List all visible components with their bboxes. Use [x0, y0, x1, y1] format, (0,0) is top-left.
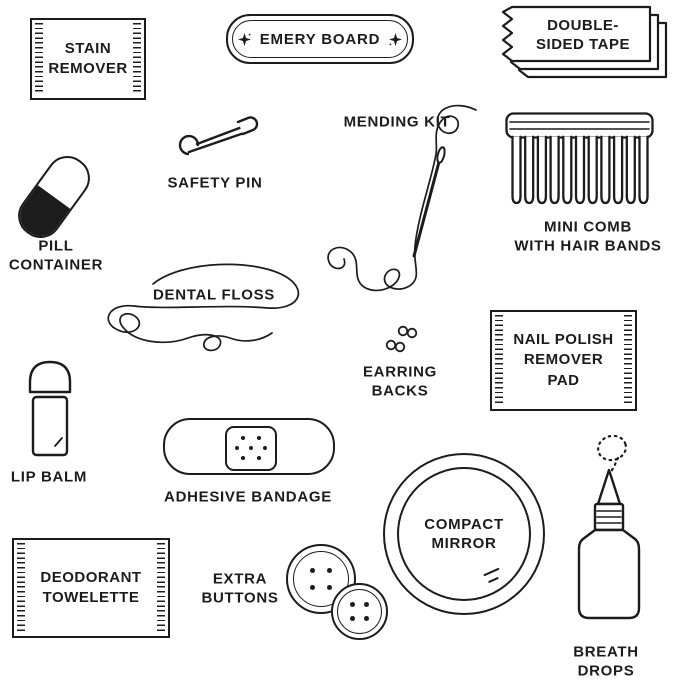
bandage-pad-dot — [249, 446, 254, 451]
packet-hatch-left — [35, 23, 43, 95]
bandage-pad — [225, 426, 277, 471]
adhesive-bandage-label: ADHESIVE BANDAGE — [164, 488, 332, 506]
comb-icon — [505, 112, 654, 205]
button-hole — [326, 567, 333, 574]
double-sided-tape-illustration: DOUBLE- SIDED TAPE — [478, 4, 674, 94]
tape-label-line2: SIDED TAPE — [536, 36, 630, 53]
floss-strand-icon — [107, 263, 300, 352]
button-hole — [309, 567, 316, 574]
round-mirror-icon: COMPACT MIRROR — [383, 453, 545, 615]
button-hole — [350, 602, 355, 607]
safety-pin-icon — [178, 116, 259, 156]
bandage-pad-dot — [257, 456, 262, 461]
nail-polish-pad-packet: NAIL POLISH REMOVER PAD — [490, 310, 637, 411]
sparkle-icon — [389, 32, 403, 46]
compact-mirror-label: COMPACT MIRROR — [424, 515, 504, 553]
button-inner-ring — [293, 551, 349, 607]
nail-polish-pad-label: NAIL POLISH REMOVER PAD — [513, 331, 614, 389]
earring-backs-label: EARRING BACKS — [362, 363, 438, 399]
tape-label-line1: DOUBLE- — [547, 16, 619, 34]
stain-remover-label-line2: REMOVER — [48, 60, 128, 77]
packet-hatch-right — [157, 543, 165, 633]
button-hole — [350, 616, 355, 621]
stain-remover-packet: STAIN REMOVER — [30, 18, 146, 100]
deodorant-towelette-label: DEODORANT TOWELETTE — [40, 568, 142, 606]
emery-board-inner-outline: EMERY BOARD — [232, 20, 408, 58]
packet-hatch-left — [17, 543, 25, 633]
bandage-pad-dot — [241, 436, 246, 441]
torn-tape-stack-icon — [501, 5, 668, 79]
sparkle-icon — [237, 32, 251, 46]
bandage-pad-dot — [263, 446, 268, 451]
dental-floss-label: DENTAL FLOSS — [152, 286, 276, 304]
breath-drops-label: BREATH DROPS — [573, 643, 639, 679]
bandage-icon — [163, 418, 335, 475]
safety-pin-label: SAFETY PIN — [167, 174, 263, 192]
dropper-bottle-icon — [577, 434, 641, 620]
earring-back-pair-icon — [385, 325, 418, 353]
bandage-pad-dot — [241, 456, 246, 461]
emery-board-illustration: EMERY BOARD — [226, 14, 414, 64]
lip-balm-label: LIP BALM — [10, 468, 88, 486]
packet-hatch-right — [133, 23, 141, 95]
double-sided-tape-label: DOUBLE- SIDED TAPE — [516, 8, 650, 62]
pill-capsule-icon — [9, 147, 99, 247]
bandage-pad-dot — [257, 436, 262, 441]
pill-container-label: PILL CONTAINER — [8, 237, 104, 273]
button-inner-ring — [337, 589, 382, 634]
deodorant-towelette-packet: DEODORANT TOWELETTE — [12, 538, 170, 638]
emery-board-label: EMERY BOARD — [259, 30, 381, 48]
extra-buttons-label: EXTRA BUTTONS — [201, 570, 279, 606]
button-hole — [309, 584, 316, 591]
lip-balm-tube-icon — [28, 360, 72, 457]
button-hole — [326, 584, 333, 591]
packet-hatch-right — [624, 315, 632, 406]
needle-and-thread-icon — [327, 104, 477, 292]
stain-remover-label: STAIN REMOVER — [48, 39, 127, 80]
capsule-filled-half — [11, 184, 71, 245]
mending-kit-label: MENDING KIT — [343, 113, 451, 131]
button-hole — [364, 602, 369, 607]
packet-hatch-left — [495, 315, 503, 406]
mini-comb-label: MINI COMB WITH HAIR BANDS — [514, 218, 662, 254]
bandage-pad-dot — [235, 446, 240, 451]
mirror-inner-ring — [397, 467, 531, 601]
stain-remover-label-line1: STAIN — [64, 39, 112, 57]
button-hole — [364, 616, 369, 621]
sewing-button-icon — [331, 583, 388, 640]
